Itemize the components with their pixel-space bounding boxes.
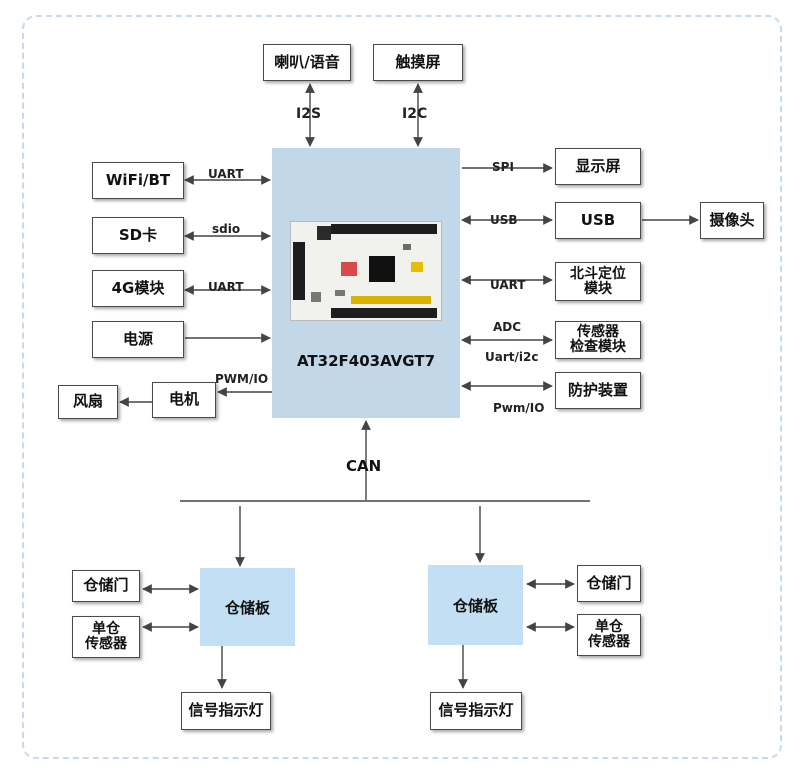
bin-sensor-left: 单仓 传感器 bbox=[72, 616, 140, 658]
sd-card-box: SD卡 bbox=[92, 217, 184, 254]
uart-i2c-label: Uart/i2c bbox=[485, 350, 539, 364]
dev-board-image bbox=[290, 221, 442, 321]
can-label: CAN bbox=[346, 457, 382, 475]
bin-sensor-right: 单仓 传感器 bbox=[577, 614, 641, 656]
motor-box: 电机 bbox=[152, 382, 216, 418]
beidou-line2: 模块 bbox=[584, 280, 612, 297]
storage-board-right: 仓储板 bbox=[428, 565, 523, 645]
beidou-bus-label: UART bbox=[490, 278, 526, 292]
bin-sensor-right-line1: 单仓 bbox=[595, 619, 623, 636]
wifi-bt-box: WiFi/BT bbox=[92, 162, 184, 199]
storage-board-left: 仓储板 bbox=[200, 568, 295, 646]
spi-label: SPI bbox=[492, 160, 514, 174]
4g-bus-label: UART bbox=[208, 280, 244, 294]
pwm-io-label: Pwm/IO bbox=[493, 401, 545, 415]
speaker-box: 喇叭/语音 bbox=[263, 44, 351, 81]
power-box: 电源 bbox=[92, 321, 184, 358]
bin-sensor-right-line2: 传感器 bbox=[588, 634, 630, 650]
sensor-check-line2: 检查模块 bbox=[570, 339, 626, 355]
storage-door-left: 仓储门 bbox=[72, 570, 140, 602]
beidou-line1: 北斗定位 bbox=[570, 265, 626, 282]
dev-board-drawing bbox=[291, 222, 441, 320]
bin-sensor-left-line1: 单仓 bbox=[92, 621, 120, 638]
touchscreen-box: 触摸屏 bbox=[373, 44, 463, 81]
storage-door-right: 仓储门 bbox=[577, 565, 641, 602]
motor-bus-label: PWM/IO bbox=[215, 372, 269, 386]
sd-bus-label: sdio bbox=[212, 222, 241, 236]
mcu-label: AT32F403AVGT7 bbox=[296, 352, 436, 370]
fan-box: 风扇 bbox=[58, 385, 118, 419]
usb-box: USB bbox=[555, 202, 641, 239]
sensor-check-line1: 传感器 bbox=[577, 324, 619, 341]
4g-module-box: 4G模块 bbox=[92, 270, 184, 307]
protection-device-box: 防护装置 bbox=[555, 372, 641, 409]
bin-sensor-left-line2: 传感器 bbox=[85, 636, 127, 652]
camera-box: 摄像头 bbox=[700, 202, 764, 239]
wifi-bus-label: UART bbox=[208, 167, 244, 181]
i2s-label: I2S bbox=[296, 106, 322, 122]
signal-light-left: 信号指示灯 bbox=[181, 692, 271, 730]
diagram-frame bbox=[22, 15, 782, 759]
adc-label: ADC bbox=[493, 320, 522, 334]
usb-bus-label: USB bbox=[490, 213, 518, 227]
display-box: 显示屏 bbox=[555, 148, 641, 185]
beidou-module-box: 北斗定位 模块 bbox=[555, 262, 641, 301]
i2c-label: I2C bbox=[402, 106, 428, 122]
sensor-check-box: 传感器 检查模块 bbox=[555, 321, 641, 359]
signal-light-right: 信号指示灯 bbox=[430, 692, 522, 730]
